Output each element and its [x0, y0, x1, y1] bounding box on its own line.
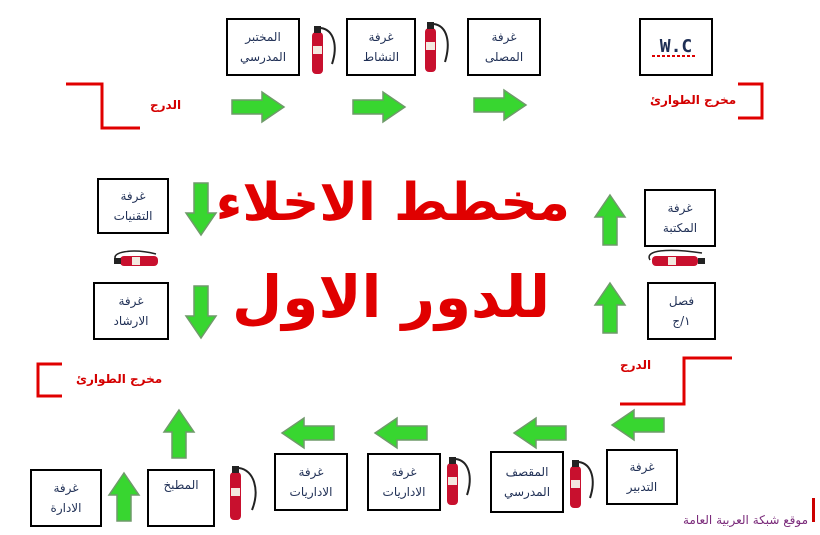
fire-extinguisher-icon [648, 249, 705, 266]
diagram-title-line1: مخطط الاخلاء [215, 173, 570, 233]
fire-extinguisher-icon [425, 22, 449, 72]
arrow-up-2-icon [593, 281, 627, 334]
arrow-left-2-icon [373, 416, 428, 450]
stairs-top-left-line [66, 82, 140, 130]
room-activity-line2: النشاط [362, 50, 400, 64]
arrow-left-1-icon [280, 416, 335, 450]
room-lab-line1: المختبر [245, 30, 281, 44]
room-kitchen: المطبخ [147, 469, 215, 527]
room-library: غرفة المكتبة [644, 189, 716, 247]
room-management-line1: غرفة [629, 460, 655, 474]
emergency-exit-left-bracket [36, 362, 62, 398]
room-activity: غرفة النشاط [346, 18, 416, 76]
room-cafeteria-line1: المقصف [505, 465, 549, 479]
room-technology-line2: التقنيات [113, 209, 153, 223]
fire-extinguisher-icon [230, 466, 257, 520]
room-wc-label: W.C [659, 36, 693, 57]
arrow-up-4-icon [107, 471, 141, 522]
fire-extinguisher-icon [114, 250, 158, 266]
wc-underline [652, 55, 696, 57]
arrow-right-2-icon [352, 90, 407, 124]
room-admin-staff-2-line1: غرفة [391, 465, 417, 479]
room-cafeteria-line2: المدرسي [503, 485, 551, 499]
stairs-top-label: الدرج [150, 98, 182, 112]
room-lab: المختبر المدرسي [226, 18, 300, 76]
arrow-down-1-icon [184, 182, 218, 237]
room-prayer: غرفة المصلى [467, 18, 541, 76]
emergency-exit-top-right-bracket [738, 82, 764, 120]
room-prayer-line1: غرفة [491, 30, 517, 44]
arrow-left-3-icon [512, 416, 567, 450]
room-admin-staff-2: غرفة الاداريات [367, 453, 441, 511]
room-guidance-line2: الارشاد [113, 314, 149, 328]
room-prayer-line2: المصلى [484, 50, 524, 64]
room-library-line1: غرفة [667, 201, 693, 215]
fire-extinguisher-icon [447, 457, 471, 505]
room-admin-staff-1: غرفة الاداريات [274, 453, 348, 511]
room-cafeteria: المقصف المدرسي [490, 451, 564, 513]
room-guidance-line1: غرفة [118, 294, 144, 308]
site-watermark: موقع شبكة العربية العامة [682, 513, 808, 527]
fire-extinguisher-icon [312, 26, 336, 74]
room-admin-staff-1-line1: غرفة [298, 465, 324, 479]
stairs-right-line [620, 356, 732, 406]
room-classroom-line2: ١/ج [672, 314, 691, 328]
room-management-line2: التدبير [626, 480, 658, 494]
room-activity-line1: غرفة [368, 30, 394, 44]
arrow-left-4-icon [610, 408, 665, 442]
room-technology: غرفة التقنيات [97, 178, 169, 234]
arrow-right-3-icon [473, 88, 528, 122]
emergency-exit-left-label: مخرج الطوارئ [76, 372, 163, 386]
room-technology-line1: غرفة [120, 189, 146, 203]
arrow-up-1-icon [593, 193, 627, 246]
arrow-right-1-icon [231, 90, 286, 124]
room-kitchen-line1: المطبخ [163, 478, 199, 492]
diagram-title-line2: للدور الاول [231, 263, 550, 331]
room-lab-line2: المدرسي [239, 50, 287, 64]
room-admin-staff-1-line2: الاداريات [289, 485, 333, 499]
room-administration: غرفة الادارة [30, 469, 102, 527]
emergency-exit-top-right-label: مخرج الطوارئ [650, 93, 737, 107]
room-library-line2: المكتبة [662, 221, 698, 235]
room-administration-line1: غرفة [53, 481, 79, 495]
room-admin-staff-2-line2: الاداريات [382, 485, 426, 499]
watermark-bar [812, 498, 815, 522]
stairs-right-label: الدرج [620, 358, 652, 372]
room-classroom: فصل ١/ج [647, 282, 716, 340]
room-management: غرفة التدبير [606, 449, 678, 505]
arrow-up-3-icon [162, 408, 196, 459]
fire-extinguisher-icon [570, 460, 594, 508]
arrow-down-2-icon [184, 285, 218, 340]
room-classroom-line1: فصل [668, 294, 695, 308]
room-administration-line2: الادارة [50, 501, 82, 515]
room-guidance: غرفة الارشاد [93, 282, 169, 340]
room-wc: W.C [639, 18, 713, 76]
